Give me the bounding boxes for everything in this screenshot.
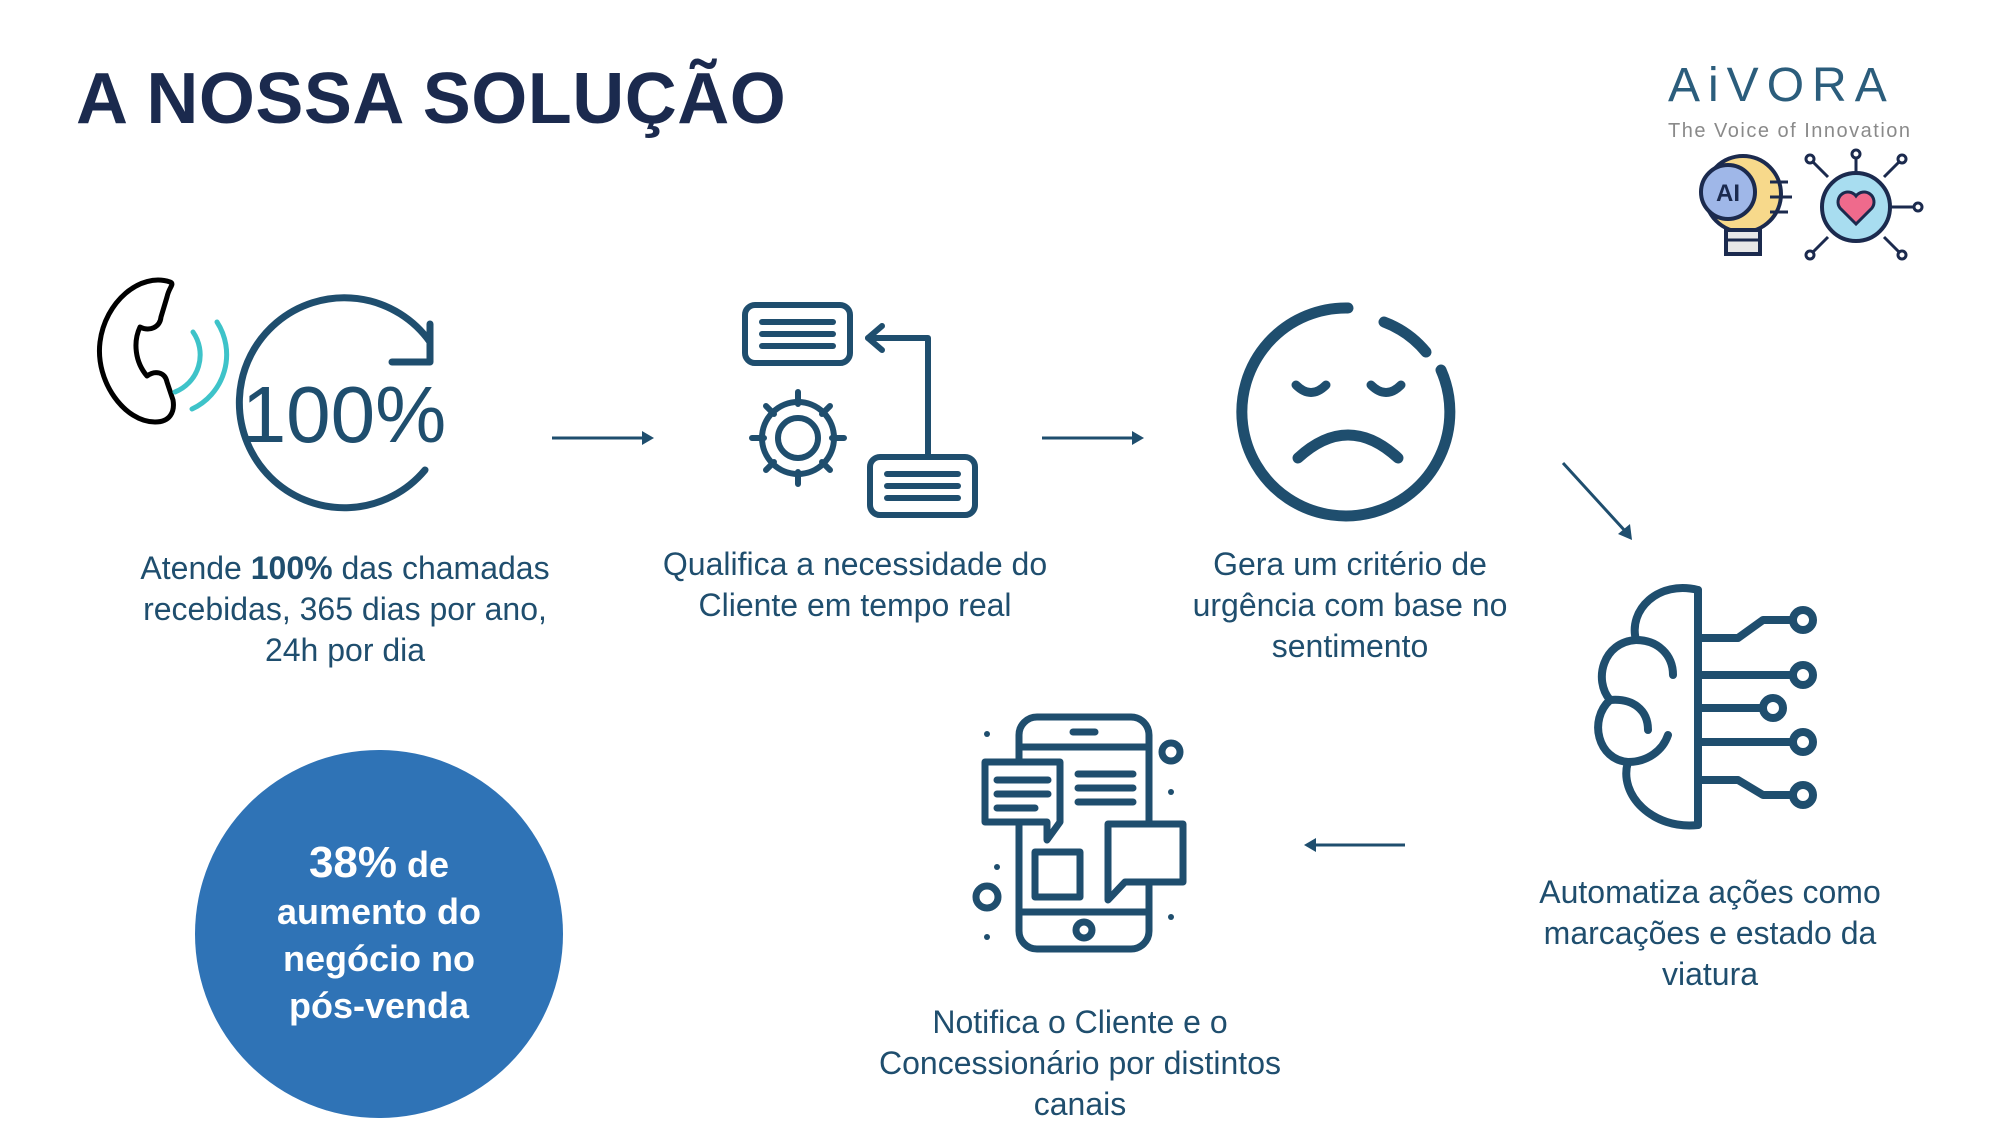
step-1-text-pre: Atende: [140, 550, 251, 586]
stat-line-3: negócio no: [283, 938, 475, 979]
brain-circuit-icon: [1594, 584, 1817, 830]
stat-line-4: pós-venda: [288, 985, 470, 1026]
arrow-left-icon: [1304, 838, 1405, 852]
stat-circle: 38% de aumento do negócio no pós-venda: [195, 750, 563, 1118]
refresh-circle-icon: 100%: [235, 294, 447, 512]
stat-line-1: 38% de: [309, 839, 449, 888]
step-4-caption: Automatiza ações como marcações e estado…: [1539, 874, 1881, 992]
logo-tagline: The Voice of Innovation: [1668, 120, 1912, 142]
step-1-text-bold: 100%: [250, 550, 333, 586]
smartphone-chat-icon: [972, 713, 1187, 953]
hundred-percent-icon-text: 100%: [242, 370, 447, 459]
stat-value: 38%: [308, 838, 398, 887]
arrow-right-icon: [552, 431, 654, 445]
arrow-right-icon: [1042, 431, 1144, 445]
logo-wordmark: AiVORA: [1668, 59, 1895, 112]
arrow-down-right-icon: [1561, 461, 1632, 540]
ai-badge-text: AI: [1716, 180, 1740, 207]
stat-line-2: aumento do: [277, 891, 481, 932]
lightbulb-ai-icon: AI: [1699, 148, 1924, 261]
sad-face-icon: [1236, 302, 1456, 522]
stat-text-1: de: [397, 844, 450, 885]
step-3-caption: Gera um critério de urgência com base no…: [1192, 546, 1508, 664]
phone-icon: [96, 277, 230, 425]
step-1-caption: Atende 100% das chamadas recebidas, 365 …: [140, 548, 550, 671]
step-1-text-post: das chamadas recebidas, 365 dias por ano…: [143, 550, 550, 668]
page-title: A NOSSA SOLUÇÃO: [76, 59, 787, 139]
workflow-icon: [742, 302, 978, 518]
step-5-caption: Notifica o Cliente e o Concessionário po…: [879, 1004, 1281, 1122]
step-2-caption: Qualifica a necessidade do Cliente em te…: [662, 546, 1048, 623]
